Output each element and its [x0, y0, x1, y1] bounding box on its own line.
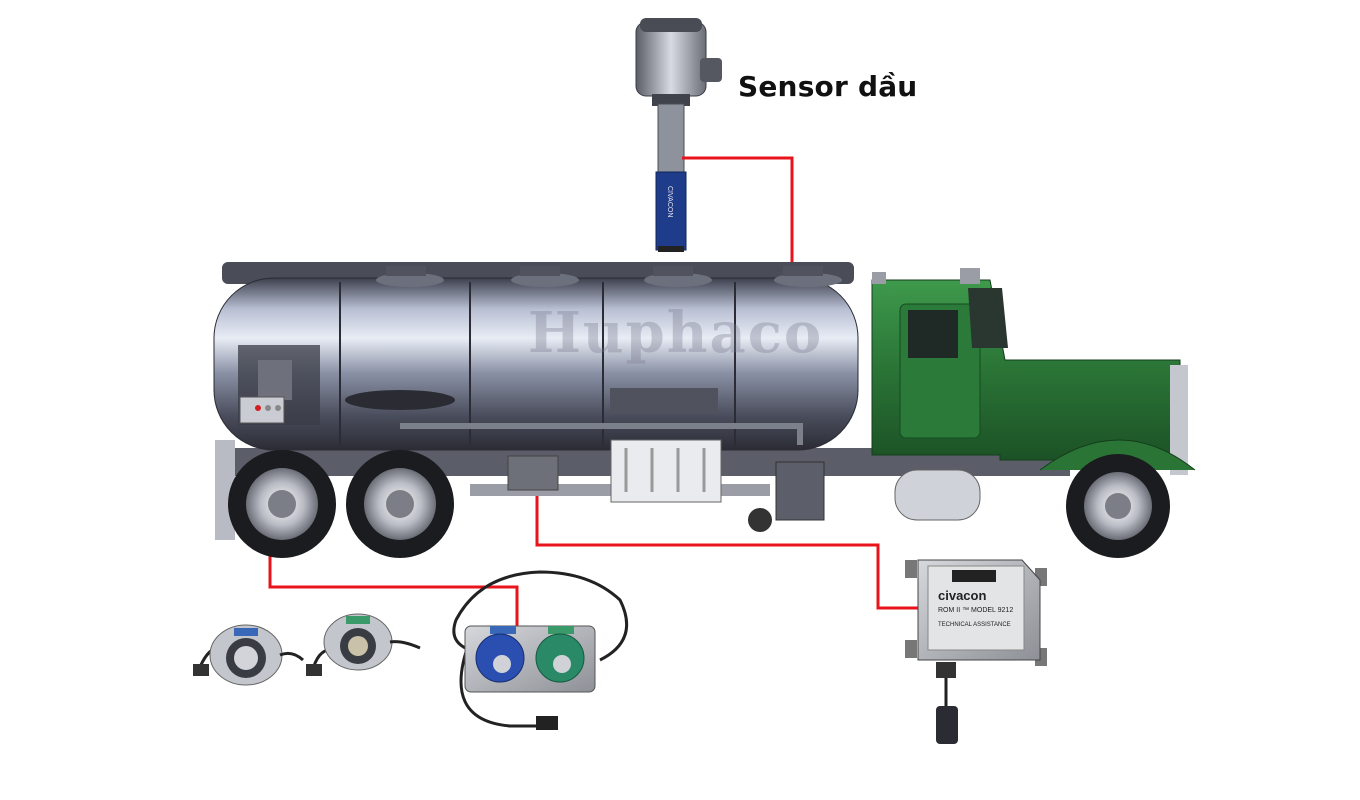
monitor-brand-label: civacon: [938, 588, 987, 603]
wheel: [228, 450, 336, 558]
oil-sensor-label: Sensor dầu: [738, 70, 918, 103]
socket-connector-icon: [306, 613, 421, 676]
oil-sensor-probe-icon: [635, 18, 722, 252]
overfill-monitor-icon: [905, 559, 1047, 744]
monitor-assistance-label: TECHNICAL ASSISTANCE: [938, 622, 1011, 628]
dual-socket-box-icon: [452, 570, 629, 730]
tanker-truck-icon: [213, 262, 1196, 558]
wheel: [1066, 454, 1170, 558]
wheel: [346, 450, 454, 558]
socket-connector-icon: [193, 624, 305, 686]
watermark-text: Huphaco: [528, 300, 824, 366]
probe-brand-text: CIVACON: [666, 186, 673, 217]
monitor-model-label: ROM II ™ MODEL 9212: [938, 607, 1014, 614]
